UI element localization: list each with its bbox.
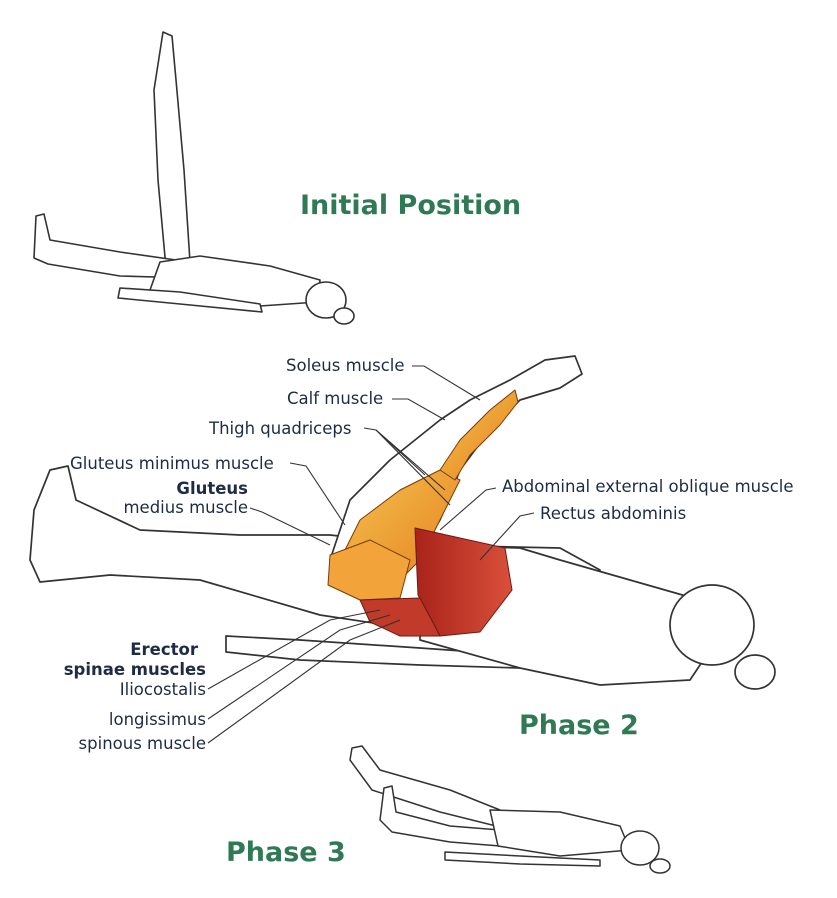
label-thigh-quadriceps: Thigh quadriceps: [209, 419, 352, 438]
label-longissimus: longissimus: [108, 710, 206, 729]
label-soleus-muscle: Soleus muscle: [286, 356, 405, 375]
initial-position-title: Initial Position: [300, 190, 522, 221]
phase2-figure: [29, 355, 776, 690]
label-gluteus-minimus: Gluteus minimus muscle: [70, 454, 274, 473]
label-spinae-muscles: spinae muscles: [63, 660, 206, 679]
initial-position-figure: [33, 31, 355, 325]
phase3-title: Phase 3: [226, 837, 346, 868]
label-gluteus: Gluteus: [176, 479, 248, 498]
label-iliocostalis: Iliocostalis: [119, 680, 206, 699]
label-gluteus-medius: medius muscle: [123, 498, 248, 517]
label-abdominal-external-oblique: Abdominal external oblique muscle: [502, 477, 794, 496]
label-rectus-abdominis: Rectus abdominis: [540, 504, 687, 523]
label-calf-muscle: Calf muscle: [287, 389, 384, 408]
label-erector: Erector: [130, 640, 198, 659]
label-spinous-muscle: spinous muscle: [78, 734, 206, 753]
phase3-figure: [349, 745, 671, 874]
phase2-title: Phase 2: [519, 710, 639, 741]
leader-lines: [207, 365, 535, 744]
